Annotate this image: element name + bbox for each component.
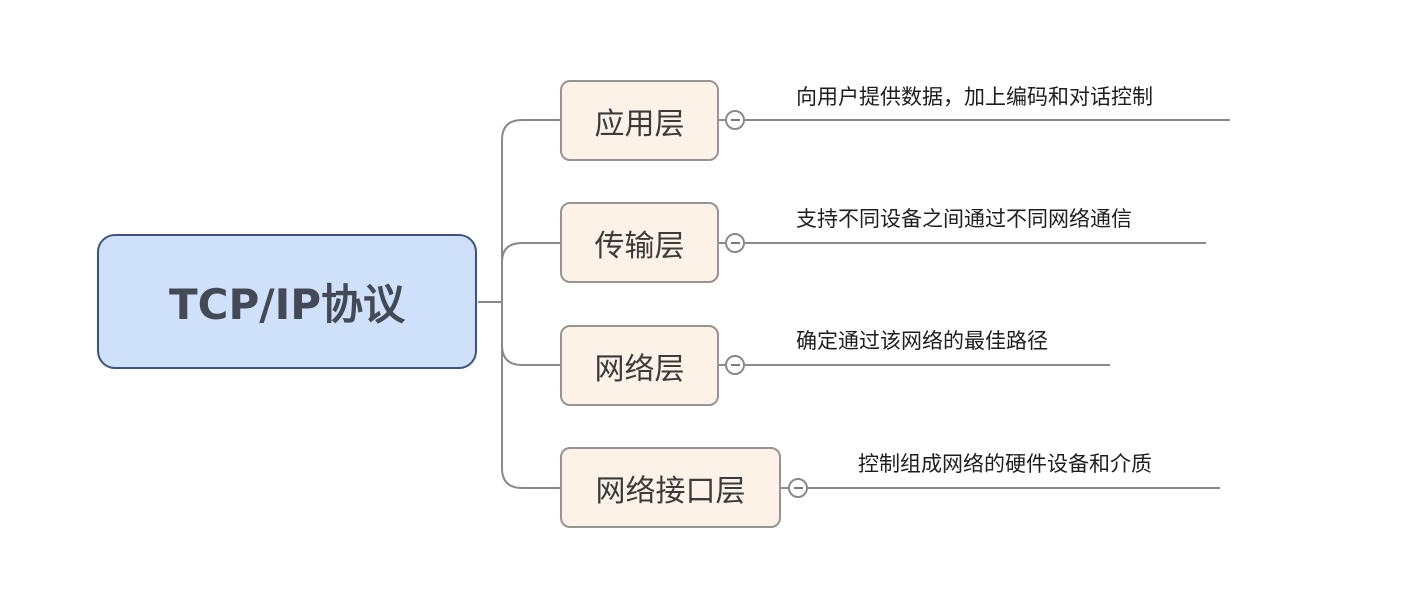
minus-icon (730, 242, 740, 244)
branch-connector-application (501, 119, 560, 141)
collapse-toggle-application[interactable] (725, 110, 745, 130)
description-network: 确定通过该网络的最佳路径 (796, 329, 1048, 353)
layer-label-interface: 网络接口层 (595, 473, 746, 509)
collapse-toggle-network[interactable] (725, 355, 745, 375)
description-application: 向用户提供数据，加上编码和对话控制 (796, 85, 1153, 109)
layer-label-application: 应用层 (594, 106, 685, 142)
layer-node-transport[interactable]: 传输层 (560, 202, 719, 283)
minus-icon (730, 364, 740, 366)
layer-node-interface[interactable]: 网络接口层 (560, 447, 781, 528)
layer-node-network[interactable]: 网络层 (560, 325, 719, 406)
layer-node-application[interactable]: 应用层 (560, 80, 719, 161)
minus-icon (730, 119, 740, 121)
description-transport: 支持不同设备之间通过不同网络通信 (796, 207, 1132, 231)
description-interface: 控制组成网络的硬件设备和介质 (858, 452, 1152, 476)
layer-label-transport: 传输层 (594, 228, 685, 264)
root-label: TCP/IP协议 (168, 280, 405, 329)
minus-icon (793, 487, 803, 489)
collapse-toggle-transport[interactable] (725, 233, 745, 253)
branch-connector-transport (501, 242, 560, 263)
branch-connector-interface (501, 467, 560, 489)
branch-connector-network (501, 344, 560, 366)
root-node[interactable]: TCP/IP协议 (97, 234, 477, 369)
layer-label-network: 网络层 (594, 351, 685, 387)
collapse-toggle-interface[interactable] (788, 478, 808, 498)
